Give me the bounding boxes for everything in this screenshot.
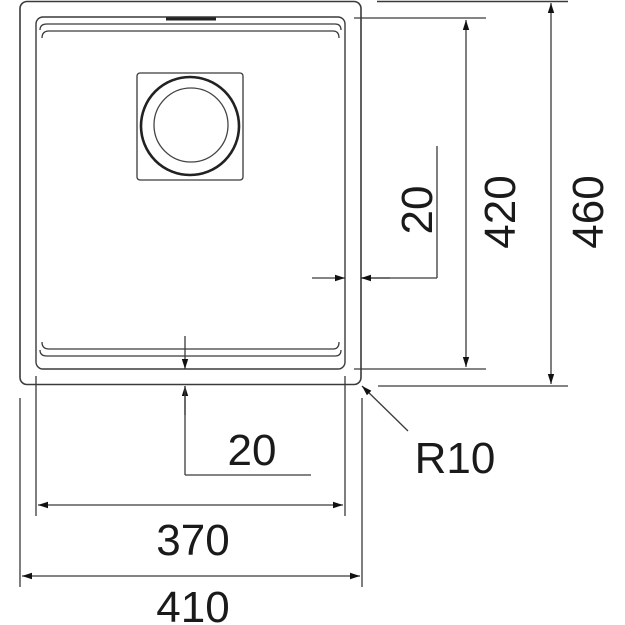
dimension-460 <box>377 0 568 387</box>
bottom-offset-label: 20 <box>228 426 277 475</box>
dimension-370 <box>35 376 346 516</box>
side-offset-label: 20 <box>393 186 442 235</box>
drain-inner-ring <box>153 87 229 163</box>
outer-depth-label: 460 <box>564 175 613 248</box>
dimension-410 <box>19 398 363 587</box>
drain-square <box>136 72 244 181</box>
radius-leader <box>361 385 409 432</box>
outer-frame <box>19 0 362 386</box>
inner-bowl <box>35 16 346 370</box>
inner-width-label: 370 <box>156 516 229 565</box>
dimension-side-offset <box>312 146 438 282</box>
corner-radius-label: R10 <box>415 434 496 483</box>
outer-width-label: 410 <box>156 583 229 625</box>
drain-outer-ring <box>139 75 241 177</box>
inner-depth-label: 420 <box>476 175 525 248</box>
dimension-420 <box>354 17 486 370</box>
dimension-bottom-offset <box>181 336 311 476</box>
drain <box>136 72 244 181</box>
